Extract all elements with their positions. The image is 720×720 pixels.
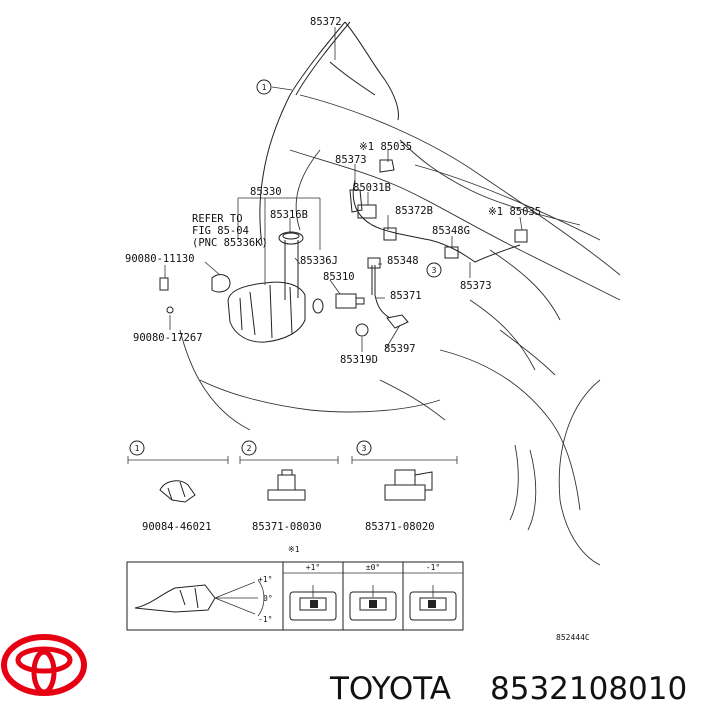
- adjust-col-minus: -1°: [426, 563, 440, 572]
- leader-lines: [164, 27, 523, 352]
- label-85372: 85372: [310, 16, 342, 28]
- label-85372b: 85372B: [395, 205, 433, 217]
- label-refer-3: (PNC 85336K): [192, 237, 268, 249]
- washer-tank: [159, 159, 528, 343]
- adjust-col-zero: ±0°: [366, 563, 380, 572]
- adjust-angle-plus: +1°: [258, 575, 272, 584]
- adjust-col-plus: +1°: [306, 563, 320, 572]
- detail-1-number: 1: [135, 444, 140, 453]
- label-90080-11130: 90080-11130: [125, 253, 195, 265]
- detail-2-part: 85371-08030: [252, 521, 322, 533]
- brand-name: TOYOTA: [329, 671, 451, 707]
- adjuster-icon-plus: [289, 585, 337, 621]
- adjust-angle-minus: -1°: [258, 615, 272, 624]
- callout-3-number: 3: [432, 266, 437, 275]
- detail-2-number: 2: [247, 444, 252, 453]
- label-85397: 85397: [384, 343, 416, 355]
- label-refer-1: REFER TO: [192, 213, 243, 225]
- label-85310: 85310: [323, 271, 355, 283]
- detail-3-number: 3: [362, 444, 367, 453]
- label-90080-17267: 90080-17267: [133, 332, 203, 344]
- vehicle-body-outline: [179, 94, 621, 566]
- label-85348: 85348: [387, 255, 419, 267]
- label-85373-upper: 85373: [335, 154, 367, 166]
- adjust-mark: ※1: [288, 545, 300, 554]
- label-85316b: 85316B: [270, 209, 308, 221]
- nozzle-adjustment-table: ※1 +1° ±0° -1° +1° 0° -1°: [126, 545, 464, 631]
- part-number: 8532108010: [490, 671, 687, 707]
- detail-clips: 1 2 3 90084-46021 85371-08030 85371-0802…: [127, 440, 458, 533]
- toyota-logo: [1, 634, 87, 696]
- callout-1-main: 1: [256, 79, 272, 95]
- adjuster-icon-minus: [409, 585, 457, 621]
- label-mark1-85035: ※1 85035: [359, 141, 412, 153]
- detail-3-part: 85371-08020: [365, 521, 435, 533]
- callout-3-main: 3: [426, 262, 442, 278]
- washer-hoses: [259, 21, 521, 319]
- detail-1-part: 90084-46021: [142, 521, 212, 533]
- adjust-angle-zero: 0°: [263, 594, 273, 603]
- callout-1-number: 1: [262, 83, 267, 92]
- adjuster-icon-zero: [349, 585, 397, 621]
- figure-code: 852444C: [556, 633, 590, 642]
- label-85319d: 85319D: [340, 354, 378, 366]
- label-85373-lower: 85373: [460, 280, 492, 292]
- label-85330: 85330: [250, 186, 282, 198]
- label-refer-2: FIG 85-04: [192, 225, 249, 237]
- label-85336j: 85336J: [300, 255, 338, 267]
- label-85031b: 85031B: [353, 182, 391, 194]
- label-85371: 85371: [390, 290, 422, 302]
- label-mark1-85035-right: ※1 85035: [488, 206, 541, 218]
- part-labels: 85372 ※1 85035 85373 85031B 85330 REFER …: [125, 16, 541, 366]
- label-85348g: 85348G: [432, 225, 470, 237]
